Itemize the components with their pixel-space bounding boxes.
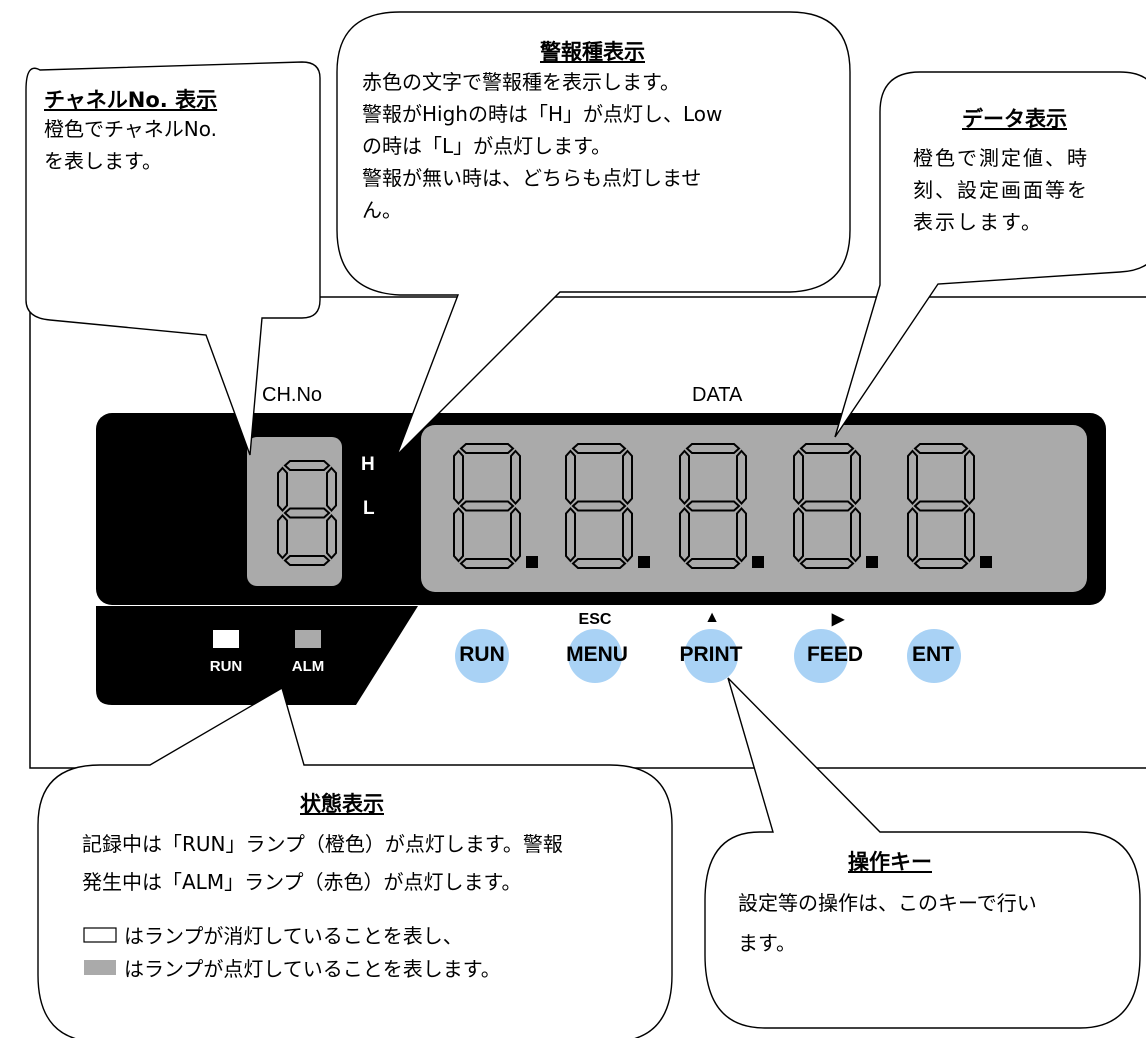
data-callout-text: 橙色で測定値、時 刻、設定画面等を 表示します。: [913, 146, 1089, 234]
menu-key-highlight[interactable]: [568, 629, 622, 683]
channel-lcd: [247, 437, 342, 586]
print-key-highlight[interactable]: [684, 629, 738, 683]
digit-ch-seg-e: [277, 514, 288, 560]
keys-callout-text: 設定等の操作は、このキーで行い ます。: [738, 891, 1037, 955]
print-key[interactable]: PRINT: [679, 643, 743, 666]
digit-0-seg-f: [453, 449, 464, 505]
ent-key[interactable]: ENT: [912, 643, 954, 666]
keys-callout-title: 操作キー: [848, 850, 932, 874]
digit-0-seg-a: [459, 443, 515, 454]
digit-3-seg-g: [799, 500, 855, 512]
digit-1-seg-a: [571, 443, 627, 454]
digit-2-seg-c: [736, 507, 747, 563]
digit-4-seg-c: [964, 507, 975, 563]
digit-3-seg-a: [799, 443, 855, 454]
digit-0-seg-e: [453, 507, 464, 563]
ent-key-highlight[interactable]: [907, 629, 961, 683]
digit-0-seg-g: [459, 500, 515, 512]
callout-data-bubble: [834, 71, 1146, 438]
menu-key[interactable]: MENU: [566, 643, 628, 666]
digit-3-seg-f: [793, 449, 804, 505]
legend-off-box: [83, 927, 117, 943]
digit-2-seg-g: [685, 500, 741, 512]
digit-3-seg-d: [799, 558, 855, 569]
run-key[interactable]: RUN: [459, 643, 505, 666]
digit-1-seg-g: [571, 500, 627, 512]
data-label: DATA: [692, 384, 743, 406]
digit-ch-seg-g: [283, 507, 331, 519]
digit-ch-seg-a: [283, 460, 331, 471]
feed-key-sub: ▶: [831, 611, 845, 628]
digit-2-seg-f: [679, 449, 690, 505]
seven-segment-digits: [277, 443, 992, 569]
callout-keys-bubble: [704, 677, 1141, 1029]
data-callout-title: データ表示: [962, 107, 1067, 131]
ch-label: CH.No: [262, 384, 323, 406]
alarm-type-callout-text: 赤色の文字で警報種を表示します。 警報がHighの時は「H」が点灯し、Low の…: [362, 70, 723, 222]
low-indicator: L: [363, 498, 375, 519]
digit-0-seg-c: [510, 507, 521, 563]
digit-0-seg-d: [459, 558, 515, 569]
digit-2-seg-a: [685, 443, 741, 454]
alm-lamp: [295, 630, 321, 648]
digit-ch-seg-b: [326, 466, 337, 512]
digit-4-seg-g: [913, 500, 969, 512]
data-lcd: [421, 425, 1087, 592]
callout-channel-bubble: [25, 61, 321, 456]
digit-1-seg-b: [622, 449, 633, 505]
digit-4-seg-f: [907, 449, 918, 505]
digit-2-seg-e: [679, 507, 690, 563]
digit-0-decimal-point: [526, 556, 538, 568]
print-key-sub: ▲: [704, 609, 720, 626]
digit-ch-seg-f: [277, 466, 288, 512]
digit-4-seg-e: [907, 507, 918, 563]
digit-4-seg-b: [964, 449, 975, 505]
alarm-type-callout-title: 警報種表示: [540, 40, 645, 64]
digit-2-decimal-point: [752, 556, 764, 568]
legend-on-text: はランプが点灯していることを表します。: [124, 957, 501, 981]
digit-0-seg-b: [510, 449, 521, 505]
digit-3-decimal-point: [866, 556, 878, 568]
status-callout-title: 状態表示: [300, 792, 384, 816]
status-callout-text: 記録中は「RUN」ランプ（橙色）が点灯します。警報 発生中は「ALM」ランプ（赤…: [82, 832, 563, 894]
digit-4-seg-a: [913, 443, 969, 454]
feed-key-highlight[interactable]: [794, 629, 848, 683]
digit-4-seg-d: [913, 558, 969, 569]
callout-alarm-type-bubble: [336, 11, 851, 456]
digit-3-seg-b: [850, 449, 861, 505]
status-lamp-base: [96, 606, 418, 705]
digit-1-seg-d: [571, 558, 627, 569]
feed-key[interactable]: FEED: [806, 643, 863, 666]
run-key-highlight[interactable]: [455, 629, 509, 683]
channel-callout-text: 橙色でチャネルNo. を表します。: [44, 117, 218, 173]
digit-1-seg-c: [622, 507, 633, 563]
legend-on-box: [84, 960, 116, 975]
digit-4-decimal-point: [980, 556, 992, 568]
alm-lamp-label: ALM: [291, 658, 325, 675]
high-indicator: H: [361, 454, 375, 475]
digit-2-seg-d: [685, 558, 741, 569]
digit-ch-seg-c: [326, 514, 337, 560]
legend-off-text: はランプが消灯していることを表し、: [124, 924, 463, 948]
digit-3-seg-c: [850, 507, 861, 563]
channel-callout-title: チャネルNo. 表示: [44, 88, 218, 112]
run-lamp: [213, 630, 239, 648]
digit-1-seg-e: [565, 507, 576, 563]
callout-status-bubble: [37, 686, 673, 1038]
menu-key-sub: ESC: [578, 611, 612, 628]
digit-1-decimal-point: [638, 556, 650, 568]
run-lamp-label: RUN: [209, 658, 243, 675]
digit-ch-seg-d: [283, 555, 331, 566]
digit-2-seg-b: [736, 449, 747, 505]
digit-3-seg-e: [793, 507, 804, 563]
digit-1-seg-f: [565, 449, 576, 505]
